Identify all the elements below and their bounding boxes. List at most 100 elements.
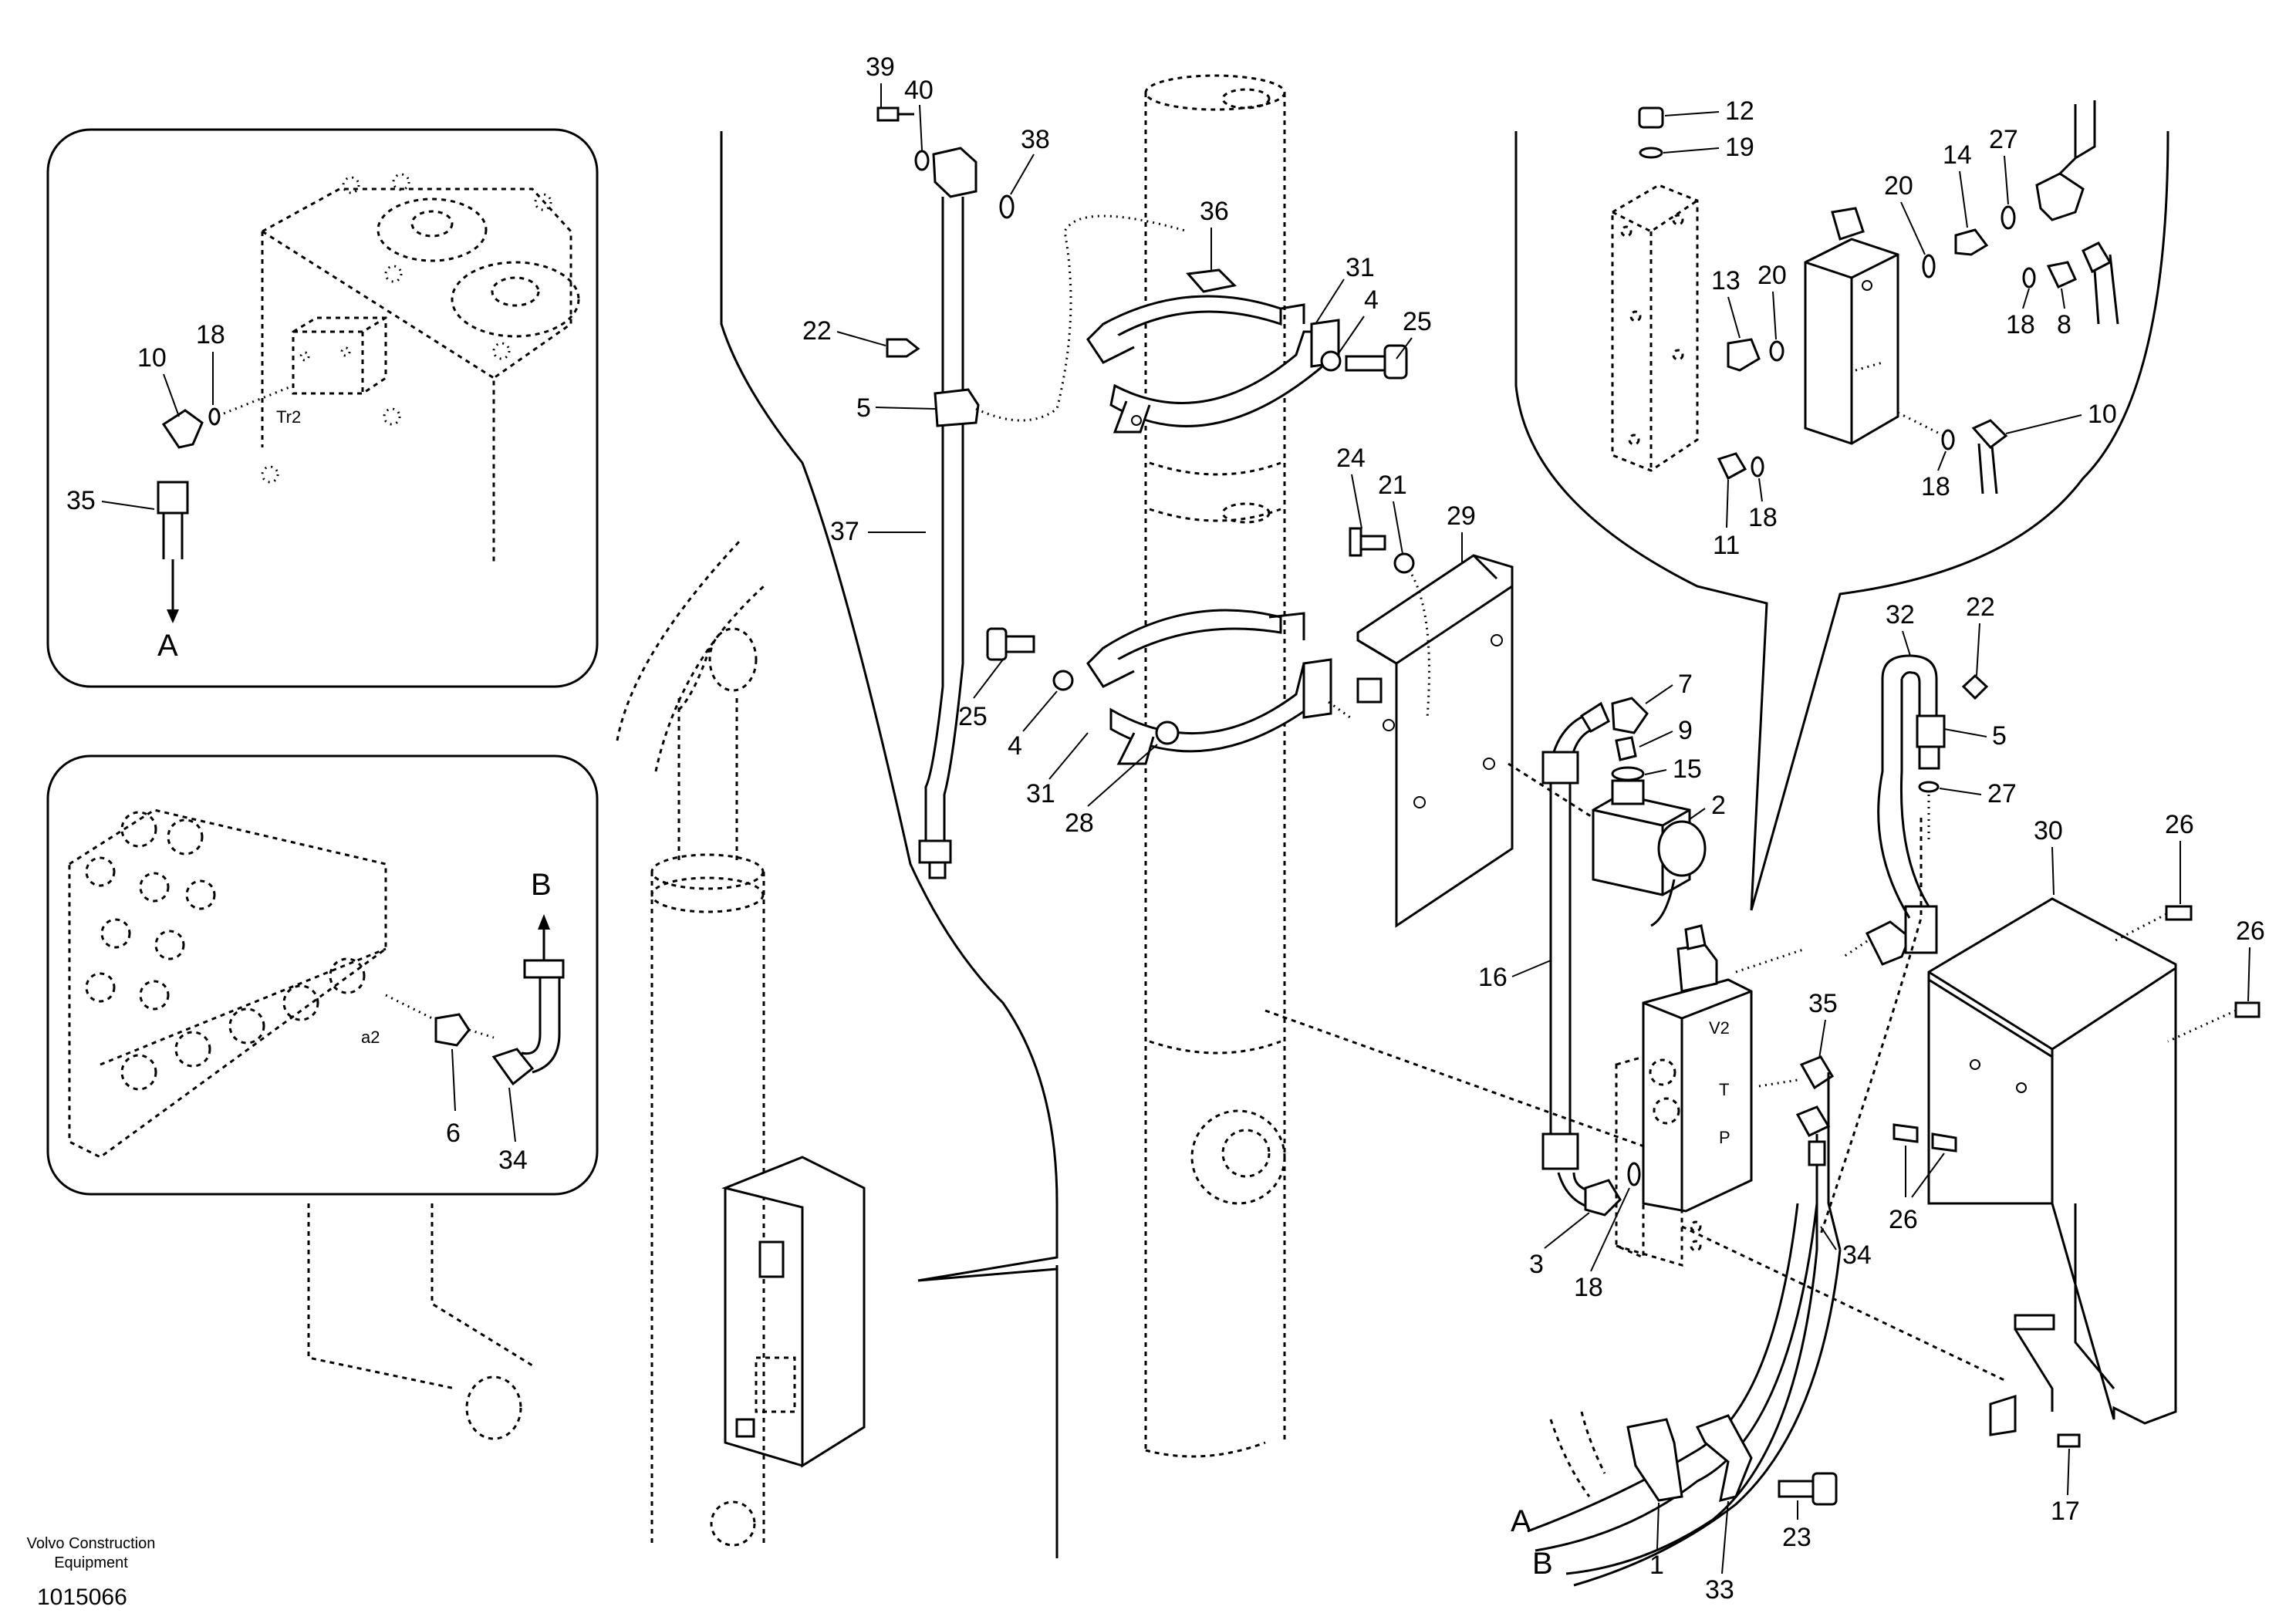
callout-38: 38	[1021, 125, 1050, 154]
callout-37: 37	[830, 517, 859, 546]
callout-18-right: 18	[2006, 310, 2035, 339]
callout-18-mid: 18	[1921, 472, 1950, 501]
callout-4-lower: 4	[1008, 731, 1022, 761]
o-ring-18	[208, 407, 221, 426]
hose-clamp-1	[1626, 1418, 1683, 1502]
bolt-26d	[1931, 1132, 1957, 1153]
callout-36: 36	[1200, 197, 1229, 226]
bolt-39	[876, 106, 900, 122]
callout-10-inset-a: 10	[137, 343, 167, 373]
plug-12	[1638, 106, 1664, 129]
elbow-fitting-10	[161, 409, 204, 449]
callout-24: 24	[1336, 444, 1366, 473]
cover-tab	[2014, 1314, 2055, 1331]
hose-routing: A B	[1511, 1203, 1842, 1587]
callout-22-lower: 22	[1966, 592, 1995, 622]
hose-end-35	[157, 481, 189, 515]
callout-1: 1	[1649, 1551, 1664, 1580]
hose-end-label-b: B	[1532, 1547, 1553, 1581]
callout-10: 10	[2088, 400, 2117, 429]
fitting-8	[2046, 261, 2077, 289]
inset-b-frame	[46, 754, 599, 1196]
callout-27-lower: 27	[1987, 779, 2017, 808]
callout-15: 15	[1673, 754, 1702, 784]
callout-26-upper: 26	[2165, 810, 2194, 839]
inset-a-frame	[46, 128, 599, 688]
callout-21: 21	[1378, 471, 1407, 500]
hose-16-end-top	[1541, 751, 1579, 785]
solenoid-2-assembly	[1508, 697, 1707, 1217]
elbow-35	[1799, 1055, 1835, 1090]
o-ring-27a	[2001, 205, 2016, 230]
plug-13	[1727, 338, 1761, 372]
valve-cover-small	[721, 1156, 866, 1468]
cover-30	[1893, 897, 2261, 1448]
o-ring-27-lower	[1918, 781, 1940, 793]
bolt-26b	[2234, 1001, 2261, 1018]
callout-31-upper: 31	[1346, 253, 1375, 282]
elbow-34	[1795, 1105, 1831, 1137]
callout-29: 29	[1447, 501, 1476, 531]
callout-34-inset-b: 34	[498, 1146, 528, 1175]
port-label-tr2: Tr2	[276, 407, 301, 427]
adapter-9	[1615, 736, 1637, 761]
callout-18-inset-a: 18	[196, 320, 225, 349]
half-clamp-upper-lower	[1102, 609, 1282, 666]
footer: Volvo Construction Equipment 1015066	[27, 1535, 156, 1610]
nut-28	[1155, 721, 1180, 745]
callout-25-lower: 25	[958, 702, 988, 731]
bracket-29	[1349, 527, 1514, 928]
washer-15	[1611, 766, 1645, 781]
bolt-26c	[1893, 1123, 1919, 1143]
callout-31-lower: 31	[1026, 779, 1055, 808]
inset-a-valve-block	[262, 187, 572, 563]
pipe-32-assembly	[1819, 654, 1989, 1235]
callout-35-inset-a: 35	[66, 486, 96, 515]
callout-11: 11	[1713, 531, 1740, 560]
callout-14: 14	[1943, 140, 1972, 170]
elbow-7	[1611, 697, 1649, 734]
callout-23: 23	[1782, 1523, 1811, 1552]
callout-12: 12	[1725, 96, 1754, 126]
bolt-22-upper	[886, 338, 920, 358]
o-ring-18b	[1941, 429, 1955, 451]
washer-4-lower	[1052, 670, 1074, 691]
callout-20-right: 20	[1884, 171, 1913, 201]
clamp-5-lower	[1916, 714, 1946, 748]
callout-7: 7	[1678, 670, 1693, 699]
valve-block-13	[1611, 184, 1699, 472]
washer-21	[1393, 552, 1415, 574]
elbow-27	[2035, 172, 2085, 221]
washer-4-upper	[1320, 350, 1342, 372]
port-label-v2: V2	[1709, 1018, 1730, 1038]
o-ring-18c	[1751, 456, 1764, 478]
callout-35: 35	[1808, 989, 1838, 1018]
adapter-fitting-6	[434, 1013, 471, 1047]
hose-elbow-34	[491, 1048, 535, 1086]
callout-30: 30	[2034, 816, 2063, 845]
callout-19: 19	[1725, 133, 1754, 162]
elbow-10	[1971, 419, 2008, 450]
pipe-32-elbow	[1865, 920, 1911, 966]
flange-38-mount	[932, 147, 977, 198]
callout-20-left: 20	[1757, 261, 1787, 290]
detail-bubble-outline	[1514, 130, 2169, 911]
o-ring-18-lower	[1627, 1162, 1641, 1186]
callouts: 39 40 38 36 31 4 25 22 5 37 24 21 29 25 …	[802, 52, 2265, 1605]
o-ring-20b	[1922, 254, 1936, 278]
inset-b-control-valve	[68, 808, 387, 1159]
bolt-22-lower	[1961, 673, 1989, 700]
pipe-37-assembly	[876, 106, 1408, 879]
port-label-t: T	[1719, 1080, 1729, 1099]
callout-5-lower: 5	[1992, 721, 2007, 751]
callout-26-left: 26	[1889, 1205, 1918, 1234]
callout-16: 16	[1478, 963, 1508, 992]
callout-34: 34	[1842, 1240, 1872, 1270]
inset-a: Tr2 A 10 18 35	[46, 128, 599, 688]
o-ring-18a	[2022, 267, 2036, 289]
callout-26-right: 26	[2236, 916, 2265, 946]
bolt-17	[2057, 1433, 2081, 1448]
callout-6-inset-b: 6	[446, 1119, 461, 1148]
callout-8: 8	[2057, 310, 2071, 339]
